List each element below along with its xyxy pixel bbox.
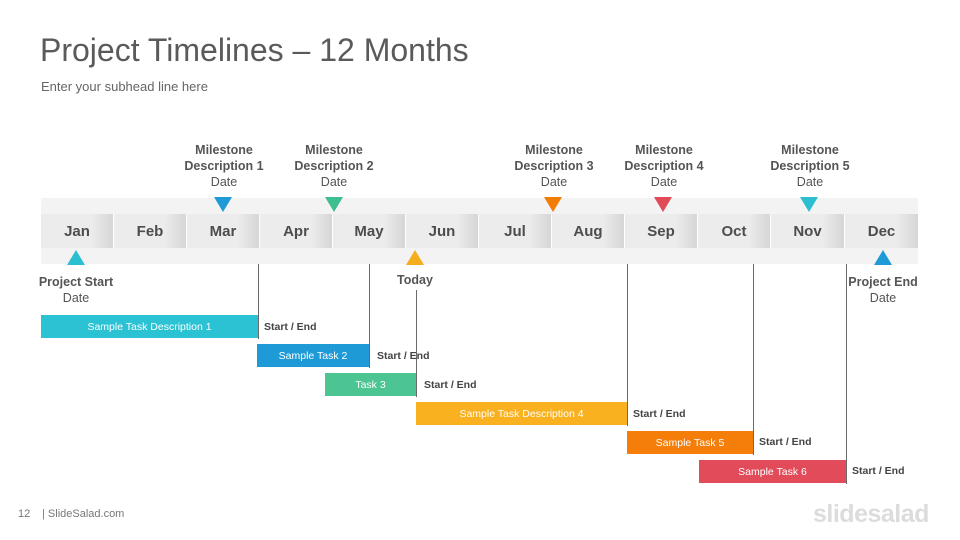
milestone-1-marker-icon — [214, 197, 232, 212]
month-oct: Oct — [698, 214, 771, 248]
project-end-marker-icon — [874, 250, 892, 265]
guide-line-task-4 — [627, 264, 628, 426]
footer-site-link[interactable]: | SlideSalad.com — [42, 508, 125, 520]
month-bar: Jan Feb Mar Apr May Jun Jul Aug Sep Oct … — [41, 198, 918, 264]
task-4-start-end: Start / End — [633, 408, 686, 420]
task-3-start-end: Start / End — [424, 379, 477, 391]
task-bar-4[interactable]: Sample Task Description 4 — [416, 402, 627, 425]
task-bar-1[interactable]: Sample Task Description 1 — [41, 315, 258, 338]
task-bar-5[interactable]: Sample Task 5 — [627, 431, 753, 454]
month-nov: Nov — [771, 214, 845, 248]
milestone-3-marker-icon — [544, 197, 562, 212]
task-bar-6[interactable]: Sample Task 6 — [699, 460, 846, 483]
brand-logo: slidesalad — [813, 500, 929, 528]
milestone-2-marker-icon — [325, 197, 343, 212]
task-2-start-end: Start / End — [377, 350, 430, 362]
today-marker-icon — [406, 250, 424, 265]
month-mar: Mar — [187, 214, 260, 248]
month-feb: Feb — [114, 214, 187, 248]
guide-line-task-1 — [258, 264, 259, 339]
task-6-start-end: Start / End — [852, 465, 905, 477]
page-subtitle: Enter your subhead line here — [41, 79, 208, 94]
task-bar-3[interactable]: Task 3 — [325, 373, 416, 396]
guide-line-task-2 — [369, 264, 370, 368]
guide-line-today — [416, 290, 417, 397]
month-sep: Sep — [625, 214, 698, 248]
guide-line-task-5 — [753, 264, 754, 455]
today-label: Today — [397, 273, 433, 287]
page-title: Project Timelines – 12 Months — [40, 32, 469, 68]
month-aug: Aug — [552, 214, 625, 248]
task-1-start-end: Start / End — [264, 321, 317, 333]
milestone-5-marker-icon — [800, 197, 818, 212]
project-start-marker-icon — [67, 250, 85, 265]
month-jun: Jun — [406, 214, 479, 248]
month-may: May — [333, 214, 406, 248]
month-apr: Apr — [260, 214, 333, 248]
guide-line-task-6 — [846, 264, 847, 484]
task-bar-2[interactable]: Sample Task 2 — [257, 344, 369, 367]
month-jan: Jan — [41, 214, 114, 248]
month-dec: Dec — [845, 214, 918, 248]
task-5-start-end: Start / End — [759, 436, 812, 448]
milestone-4-marker-icon — [654, 197, 672, 212]
month-jul: Jul — [479, 214, 552, 248]
page-number: 12 — [18, 508, 31, 520]
